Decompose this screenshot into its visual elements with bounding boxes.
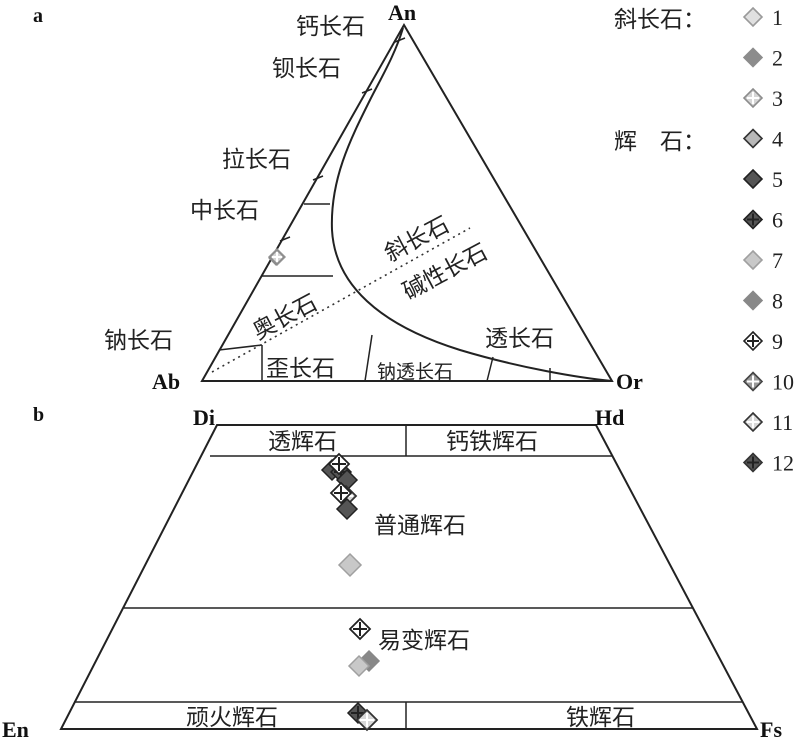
panel-b-label: b	[33, 404, 44, 426]
tick-an90	[394, 37, 406, 43]
label-bytownite: 钡长石	[272, 56, 341, 82]
legend-marker-1	[742, 6, 764, 28]
legend-number-5: 5	[772, 167, 783, 192]
legend-marker-plus-12	[747, 456, 759, 469]
panel-a-label: a	[33, 5, 43, 27]
legend-marker-plus-10	[747, 375, 759, 388]
point-px-9c-plus	[353, 622, 367, 636]
legend-marker-4	[742, 128, 764, 149]
legend-item-9: 9	[742, 329, 783, 354]
legend-plagioclase-heading: 斜长石：	[614, 7, 706, 33]
vertex-an: An	[388, 0, 416, 25]
legend-item-1: 1	[742, 5, 783, 30]
legend-number-11: 11	[772, 410, 793, 435]
point-px-7	[337, 552, 363, 578]
legend-marker-7	[742, 249, 764, 271]
vertex-ab: Ab	[152, 369, 180, 394]
label-augite: 普通辉石	[374, 513, 466, 539]
legend-item-7: 7	[742, 248, 783, 273]
boundary-sodasanidine-right	[486, 356, 494, 382]
tick-an70	[361, 88, 373, 94]
pyroxene-quadrilateral	[59, 424, 759, 730]
point-px-11b-plus	[360, 713, 374, 727]
legend-item-12: 12	[742, 451, 794, 476]
point-px-9a-plus	[332, 457, 346, 471]
label-albite: 钠长石	[104, 328, 173, 354]
legend-marker-plus-9	[747, 335, 759, 347]
legend-pyroxene-heading: 辉 石：	[614, 129, 706, 155]
point-px-9b-plus	[334, 486, 348, 500]
point-px-5b	[335, 497, 359, 521]
label-pigeonite: 易变辉石	[378, 628, 470, 654]
vertex-hd: Hd	[595, 405, 624, 430]
legend-item-11: 11	[742, 410, 793, 435]
label-hedenbergite: 钙铁辉石	[446, 429, 538, 455]
legend-marker-plus-11	[747, 416, 759, 428]
plagioclase-points	[267, 247, 287, 267]
boundary-sodasanidine-left	[364, 334, 373, 382]
ab-trend-dotted-line	[211, 227, 471, 373]
pyroxene-points	[320, 452, 381, 732]
vertex-fs: Fs	[760, 717, 782, 742]
legend-item-2: 2	[742, 46, 783, 71]
legend-number-7: 7	[772, 248, 783, 273]
label-sodasanidine: 钠透长石	[377, 361, 453, 383]
legend-item-4: 4	[742, 127, 783, 152]
legend-item-6: 6	[742, 208, 783, 233]
legend-number-2: 2	[772, 46, 783, 71]
boundary-albite-oligoclase	[218, 344, 263, 351]
label-labradorite: 拉长石	[222, 147, 291, 173]
legend-marker-plus-3	[747, 92, 759, 104]
label-sanidine: 透长石	[485, 326, 554, 352]
legend-number-9: 9	[772, 329, 783, 354]
legend-number-12: 12	[772, 451, 794, 476]
label-anorthoclase: 歪长石	[266, 356, 335, 382]
label-enstatite: 顽火辉石	[186, 705, 278, 731]
legend-number-4: 4	[772, 127, 783, 152]
panel-b: b Di Hd En Fs 透辉石 钙铁辉石 普通辉石 易变辉石 顽火辉石 铁辉…	[2, 404, 782, 742]
panel-a: a An Ab Or 钙长石 钡长石 拉长石 中长石 钠长石 歪长石 钠透长石 …	[33, 0, 643, 394]
legend-number-10: 10	[772, 370, 794, 395]
label-diopside: 透辉石	[268, 429, 337, 455]
tick-an50	[312, 175, 324, 181]
legend-marker-5	[742, 168, 764, 190]
solvus-curve	[330, 27, 613, 382]
legend-item-8: 8	[742, 289, 783, 314]
point-plag-3-plus	[272, 252, 282, 262]
legend-number-6: 6	[772, 208, 783, 233]
vertex-or: Or	[616, 369, 643, 394]
legend-item-10: 10	[742, 370, 794, 395]
legend-number-8: 8	[772, 289, 783, 314]
tick-an30	[279, 236, 291, 242]
label-ferrosilite: 铁辉石	[566, 705, 635, 731]
label-oligoclase: 奥长石	[249, 290, 322, 345]
vertex-di: Di	[193, 405, 215, 430]
feldspar-triangle	[200, 22, 614, 382]
label-anorthite: 钙长石	[296, 14, 365, 40]
legend-item-3: 3	[742, 86, 783, 111]
label-andesine: 中长石	[190, 198, 259, 224]
legend-number-3: 3	[772, 86, 783, 111]
legend-marker-8	[742, 290, 764, 311]
legend-number-1: 1	[772, 5, 783, 30]
point-px-12b-plus	[351, 706, 365, 720]
legend-marker-plus-6	[747, 213, 759, 226]
vertex-en: En	[2, 717, 29, 742]
point-px-7b	[347, 654, 371, 678]
legend-marker-2	[742, 47, 764, 68]
legend-item-5: 5	[742, 167, 783, 192]
